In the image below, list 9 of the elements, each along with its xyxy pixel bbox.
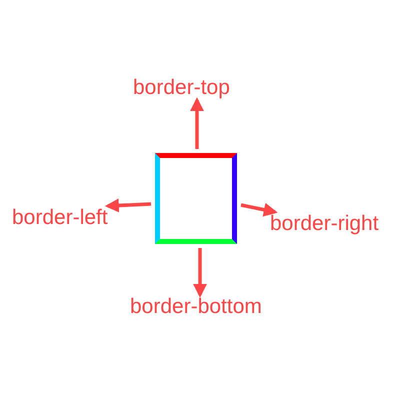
side-label: border-left	[12, 206, 108, 230]
side-label: border-right	[270, 212, 379, 236]
side-label: border-bottom	[130, 295, 262, 319]
side-label: border-top	[133, 76, 230, 100]
arrow	[104, 198, 152, 212]
arrow	[190, 97, 204, 149]
bordered-box	[155, 153, 237, 244]
arrow	[240, 202, 278, 217]
arrow	[193, 248, 207, 298]
